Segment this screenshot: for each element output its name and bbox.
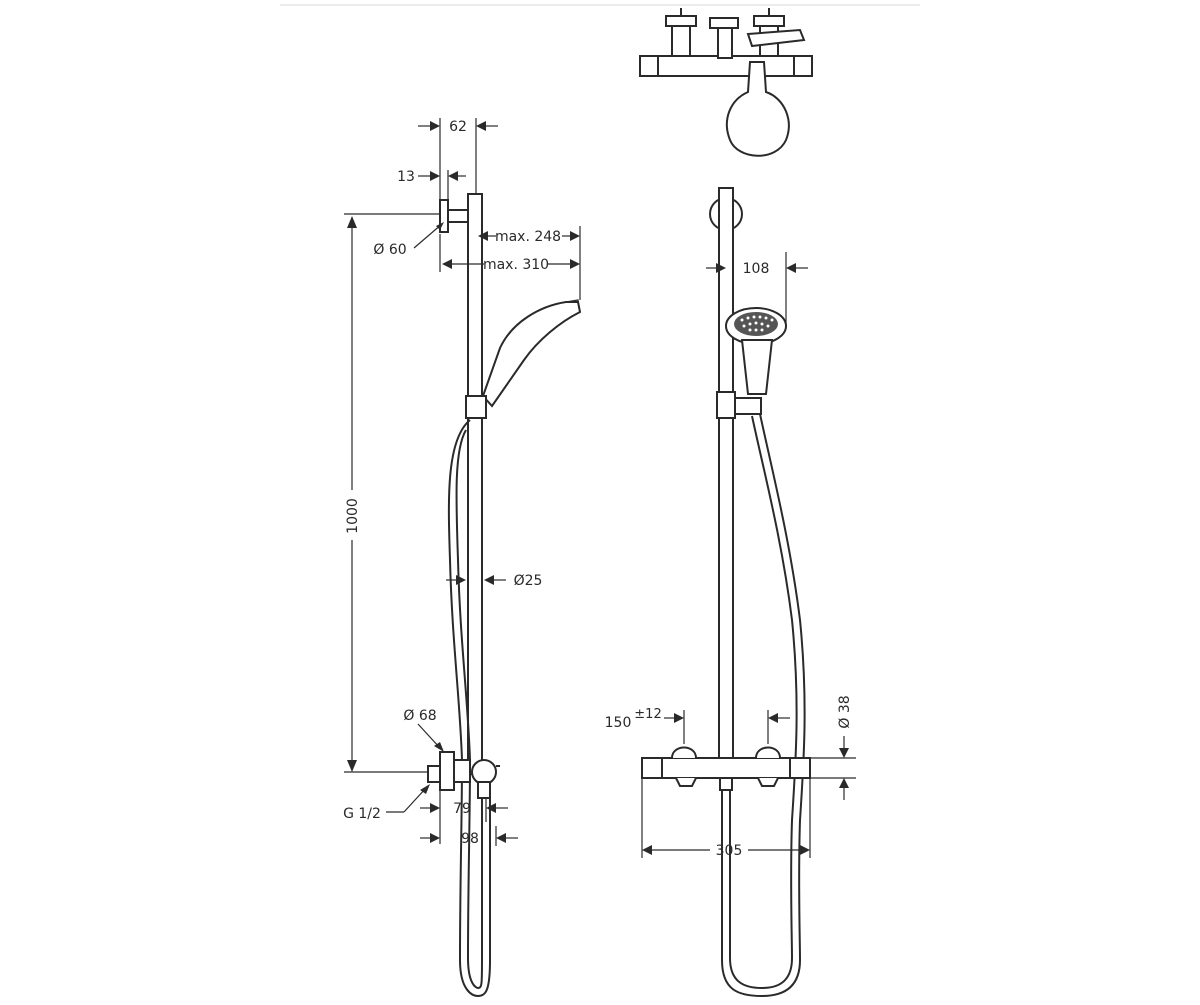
dim-1000-label: 1000 (345, 498, 361, 534)
top-view-left-handle (665, 15, 697, 27)
dim-max-248-label: max. 248 (495, 229, 561, 245)
front-view-dimensions: 108 150 ±12 Ø 38 305 (605, 252, 856, 859)
dim-dia-25-label: Ø25 (514, 573, 543, 589)
dim-g12-label: G 1/2 (343, 806, 381, 822)
front-view-left-wall-connector (671, 746, 697, 759)
dim-13-label: 13 (397, 169, 415, 185)
dim-dia-60-label: Ø 60 (373, 242, 406, 258)
side-view-handle-knob (471, 759, 497, 785)
front-view-slider (716, 391, 736, 419)
side-view-wall-plate (439, 751, 455, 791)
dim-62-label: 62 (449, 119, 467, 135)
front-view-hose (721, 413, 806, 998)
side-view-dimensions: 62 13 Ø 60 max. 248 max. 310 1000 (343, 118, 581, 847)
dim-98-label: 98 (461, 831, 479, 847)
dim-108-label: 108 (743, 261, 770, 277)
dim-max-310-label: max. 310 (483, 257, 549, 273)
dim-dia-38-label: Ø 38 (837, 695, 853, 728)
front-view-shower-handle (740, 339, 774, 395)
top-view-shower-head (725, 61, 790, 157)
front-view-right-wall-connector (755, 746, 781, 759)
top-view (639, 8, 813, 157)
top-view-center-valve (709, 17, 739, 29)
side-view-hand-shower (481, 301, 582, 408)
side-view-hose (447, 419, 491, 998)
dim-dia-68-label: Ø 68 (403, 708, 436, 724)
dim-79-label: 79 (453, 801, 471, 817)
front-view-thermostat (641, 757, 811, 779)
side-view-mixer (453, 759, 471, 783)
side-view (427, 193, 582, 998)
side-view-slider (465, 395, 487, 419)
dim-tolerance-label: ±12 (634, 707, 661, 722)
side-view-rail (467, 193, 483, 775)
front-view (641, 187, 811, 998)
dim-305-label: 305 (716, 843, 743, 859)
dim-150-label: 150 (605, 715, 632, 731)
top-view-right-handle (753, 15, 785, 27)
front-view-rail (718, 187, 734, 759)
